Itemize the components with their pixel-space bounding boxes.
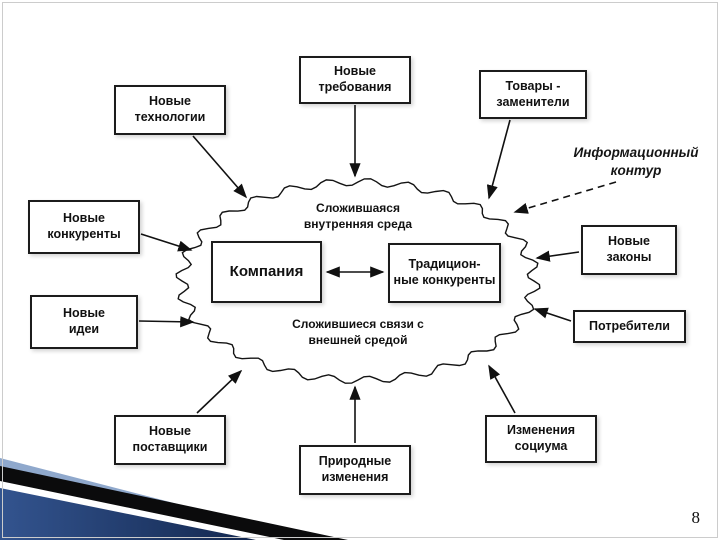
box-consumers: Потребители <box>573 310 686 343</box>
box-new-requirements: Новые требования <box>299 56 411 104</box>
external-links-bottom-label: Сложившиеся связи с внешней средой <box>292 317 424 347</box>
box-substitute-goods: Товары - заменители <box>479 70 587 119</box>
box-new-laws: Новые законы <box>581 225 677 275</box>
page-number: 8 <box>691 508 701 527</box>
arrow-new-ideas <box>138 316 195 328</box>
internal-environment-ellipse <box>175 178 541 384</box>
box-new-ideas: Новые идеи <box>30 295 138 349</box>
arrow-social-changes <box>488 364 516 414</box>
box-company: Компания <box>211 241 322 303</box>
box-new-technologies: Новые технологии <box>114 85 226 135</box>
arrow-info-contour <box>513 181 617 214</box>
box-natural-changes: Природные изменения <box>299 445 411 495</box>
box-new-suppliers: Новые поставщики <box>114 415 226 465</box>
box-new-competitors: Новые конкуренты <box>28 200 140 254</box>
arrow-new-suppliers <box>196 369 243 414</box>
arrow-new-technologies <box>192 135 248 199</box>
arrow-new-competitors <box>140 233 193 252</box>
arrow-substitute-goods <box>486 119 511 200</box>
arrow-consumers <box>533 307 572 322</box>
box-social-changes: Изменения социума <box>485 415 597 463</box>
info-contour-label: Информационный контур <box>573 145 699 178</box>
arrow-new-laws <box>535 250 580 262</box>
corner-decoration <box>0 458 348 540</box>
internal-environment-top-label: Сложившаяся внутренняя среда <box>303 201 413 231</box>
box-traditional-competitors: Традицион- ные конкуренты <box>388 243 501 303</box>
